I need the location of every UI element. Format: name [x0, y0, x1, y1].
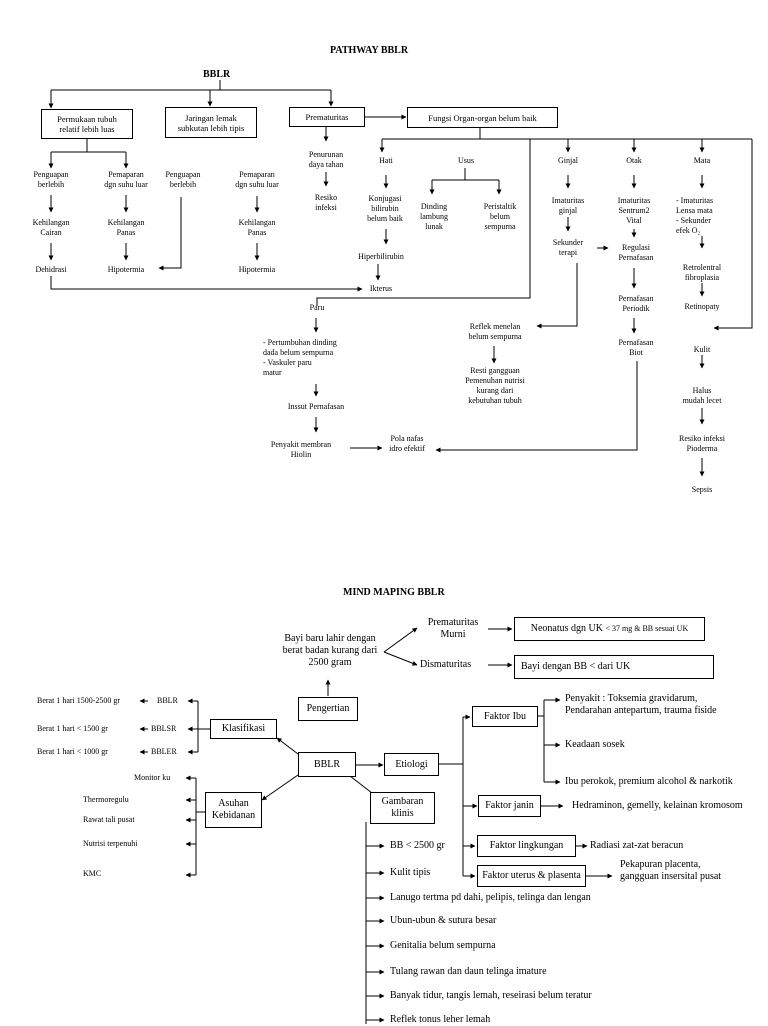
bayi-dengan-box: Bayi dengan BB < dari UK — [514, 655, 714, 679]
lingkungan-text: Radiasi zat-zat beracun — [590, 840, 684, 851]
janin-text: Hedraminon, gemelly, kelainan kromosom — [572, 800, 743, 811]
permukaan-box: Permukaan tubuh relatif lebih luas — [41, 109, 133, 139]
ginjal: Ginjal — [558, 156, 578, 165]
penguapan-1: Penguapan berlebih — [33, 170, 69, 189]
resti-gangguan: Resti gangguan Pemenuhan nutrisi kurang … — [465, 366, 525, 405]
kulit: Kulit — [693, 345, 711, 354]
retinopaty: Retinopaty — [684, 302, 720, 311]
kehilangan-panas-2: Kehilangan Panas — [238, 218, 276, 237]
dinding-lambung: Dinding lambung lunak — [420, 202, 448, 231]
imaturitas-ginjal: Imaturitas ginjal — [551, 196, 585, 215]
paru-list: - Pertumbuhan dinding dada belum sempurn… — [263, 338, 337, 377]
pathway-title: PATHWAY BBLR — [330, 45, 409, 56]
fungsi-box: Fungsi Organ-organ belum baik — [407, 107, 558, 128]
klas-desc-1: Berat 1 hari 1500-2500 gr — [37, 696, 121, 705]
etiologi-box: Etiologi — [384, 753, 439, 776]
otak: Otak — [626, 156, 642, 165]
ikterus: Ikterus — [369, 284, 393, 293]
faktor-ibu-box: Faktor Ibu — [472, 706, 538, 727]
usus: Usus — [457, 156, 474, 165]
pemaparan-1: Pemaparan dgn suhu luar — [104, 170, 148, 189]
retrolentral: Retrolentral fibroplasia — [682, 263, 722, 282]
mata: Mata — [693, 156, 711, 165]
hipotermia-2: Hipotermia — [238, 265, 276, 274]
asuhan-item-5: KMC — [83, 869, 102, 878]
inssut-pernafasan: Inssut Pernafasan — [287, 402, 345, 411]
sepsis: Sepsis — [691, 485, 713, 494]
gambaran-box: Gambaran klinis — [370, 792, 435, 824]
ibu-item-3: Ibu perokok, premium alcohol & narkotik — [565, 776, 733, 787]
penyakit-membran: Penyakit membran Hiolin — [270, 440, 332, 459]
mata-list: - Imaturitas Lensa mata - Sekunder efek … — [676, 196, 714, 235]
asuhan-item-3: Rawat tali pusat — [83, 815, 135, 824]
neonatus-box: Neonatus dgn UK < 37 mg & BB sesuai UK — [514, 617, 705, 641]
neonatus-main: Neonatus dgn UK — [530, 623, 603, 634]
klas-code-1: BBLR — [157, 696, 178, 705]
jaringan-box: Jaringan lemak subkutan lebih tipis — [165, 107, 257, 138]
hipotermia-1: Hipotermia — [107, 265, 145, 274]
penurunan-daya-tahan: Penurunan daya tahan — [308, 150, 344, 169]
faktor-uterus-box: Faktor uterus & plasenta — [477, 865, 586, 887]
sekunder-terapi: Sekunder terapi — [552, 238, 584, 257]
asuhan-item-4: Nutrisi terpenuhi — [83, 839, 138, 848]
klas-code-2: BBLSR — [151, 724, 177, 733]
gambaran-item-3: Lanugo tertma pd dahi, pelipis, telinga … — [390, 892, 591, 903]
klasifikasi-box: Klasifikasi — [210, 719, 277, 739]
prematuritas-box: Prematuritas — [289, 107, 365, 127]
asuhan-box: Asuhan Kebidanan — [205, 792, 262, 828]
pernafasan-periodik: Pernafasan Periodik — [618, 294, 654, 313]
kehilangan-cairan: Kehilangan Cairan — [32, 218, 70, 237]
pernafasan-biot: Pernafasan Biot — [618, 338, 654, 357]
resiko-infeksi: Resiko infeksi — [314, 193, 338, 212]
ibu-item-2: Keadaan sosek — [565, 739, 625, 750]
pengertian-text: Bayi baru lahir dengan berat badan kuran… — [282, 633, 378, 668]
asuhan-item-1: Monitor ku — [134, 773, 171, 782]
klas-desc-3: Berat 1 hari < 1000 gr — [37, 747, 108, 756]
neonatus-small: < 37 mg & BB sesuai UK — [605, 624, 689, 633]
faktor-janin-box: Faktor janin — [478, 795, 541, 817]
klas-code-3: BBLER — [151, 747, 177, 756]
dismaturitas: Dismaturitas — [420, 659, 472, 670]
asuhan-item-2: Thermoregulu — [83, 795, 129, 804]
halus-mudah-lecet: Halus mudah lecet — [682, 386, 722, 405]
pola-nafas: Pola nafas idro efektif — [389, 434, 425, 453]
pemaparan-2: Pemaparan dgn suhu luar — [235, 170, 279, 189]
kehilangan-panas-1: Kehilangan Panas — [107, 218, 145, 237]
hati: Hati — [379, 156, 393, 165]
mindmap-title: MIND MAPING BBLR — [343, 587, 445, 598]
penguapan-2: Penguapan berlebih — [165, 170, 201, 189]
gambaran-item-7: Banyak tidur, tangis lemah, reseirasi be… — [390, 990, 592, 1001]
konjugasi-bilirubin: Konjugasi bilirubin belum baik — [367, 194, 403, 223]
gambaran-item-5: Genitalia belum sempurna — [390, 940, 496, 951]
hiperbilirubin: Hiperbilirubin — [358, 252, 404, 261]
reflek-menelan: Reflek menelan belum sempurna — [468, 322, 522, 341]
regulasi-pernafasan: Regulasi Pernafasan — [618, 243, 654, 262]
paru: Paru — [309, 303, 325, 312]
gambaran-item-8: Reflek tonus leher lemah — [390, 1014, 491, 1025]
pathway-root: BBLR — [203, 69, 231, 80]
gambaran-item-1: BB < 2500 gr — [390, 840, 445, 851]
prematuritas-murni: Prematuritas Murni — [427, 617, 479, 640]
gambaran-item-2: Kulit tipis — [390, 867, 431, 878]
ibu-item-1: Penyakit : Toksemia gravidarum, Pendarah… — [565, 693, 717, 716]
peristaltik: Peristaltik belum sempurna — [483, 202, 517, 231]
dehidrasi: Dehidrasi — [35, 265, 67, 274]
gambaran-item-4: Ubun-ubun & sutura besar — [390, 915, 497, 926]
imaturitas-sentrum: Imaturitas Sentrum2 Vital — [617, 196, 651, 225]
faktor-lingkungan-box: Faktor lingkungan — [477, 835, 576, 857]
uterus-text: Pekapuran placenta, gangguan insersital … — [620, 859, 722, 882]
gambaran-item-6: Tulang rawan dan daun telinga imature — [390, 966, 547, 977]
pengertian-box: Pengertian — [298, 697, 358, 721]
bblr-center-box: BBLR — [298, 752, 356, 777]
klas-desc-2: Berat 1 hari < 1500 gr — [37, 724, 108, 733]
resiko-pioderma: Resiko infeksi Pioderma — [679, 434, 725, 453]
